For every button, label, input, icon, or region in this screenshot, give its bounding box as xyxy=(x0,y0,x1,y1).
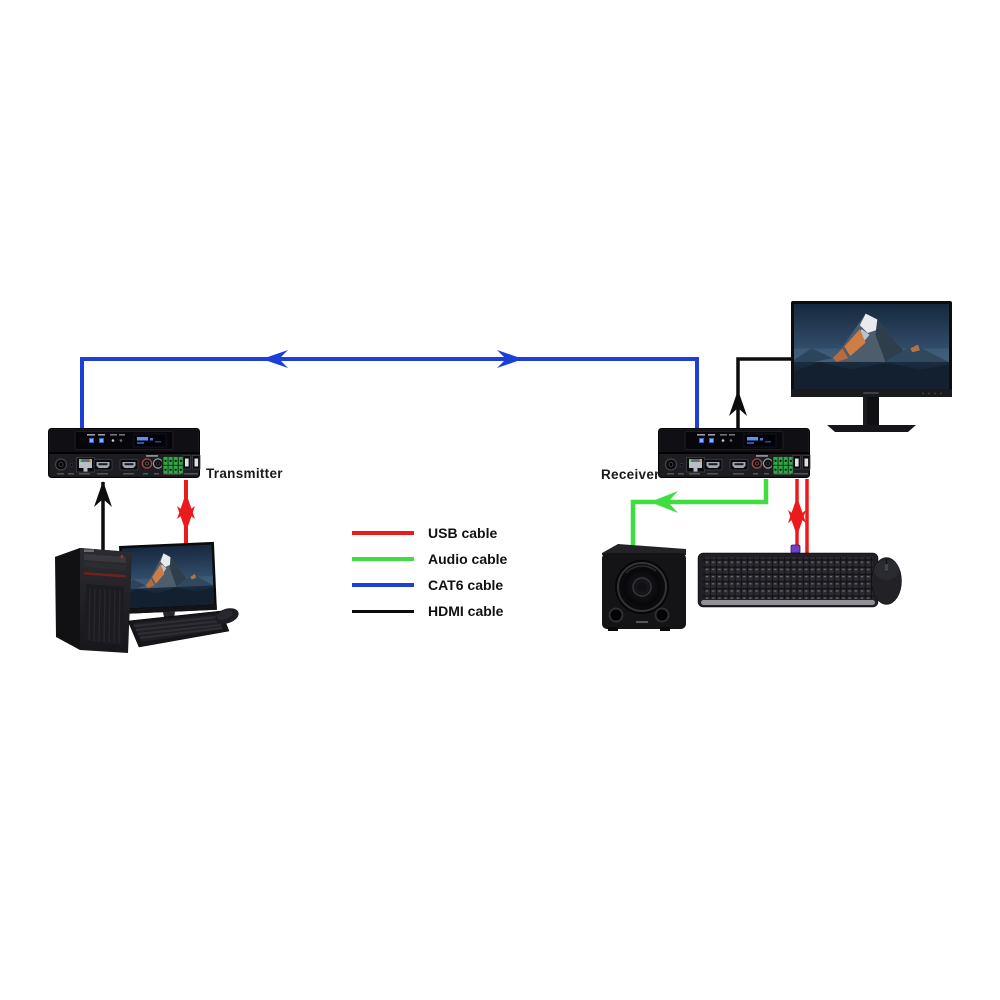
usb-mouse xyxy=(871,557,902,605)
audio-cable-swatch xyxy=(352,557,414,561)
usb-keyboard xyxy=(697,544,879,608)
pc-keyboard xyxy=(127,610,230,648)
legend-row-cat6: CAT6 cable xyxy=(352,576,507,594)
cat6-arrow-right-icon xyxy=(497,350,523,368)
desktop-pc xyxy=(55,541,239,653)
hdmi-cable-left xyxy=(94,481,112,550)
subwoofer-speaker xyxy=(602,544,686,631)
usb-cable-left xyxy=(177,480,195,546)
legend-row-audio: Audio cable xyxy=(352,550,507,568)
cable-legend: USB cable Audio cable CAT6 cable HDMI ca… xyxy=(352,524,507,620)
hdmi-cable-label: HDMI cable xyxy=(428,603,504,619)
monitor-base xyxy=(827,425,916,432)
monitor-wallpaper xyxy=(794,304,949,389)
usb-dongle xyxy=(790,544,801,554)
transmitter-device xyxy=(47,427,201,479)
hdmi-cable-swatch xyxy=(352,609,414,613)
audio-cable-label: Audio cable xyxy=(428,551,508,567)
display-monitor xyxy=(791,301,952,432)
pc-tower xyxy=(55,548,132,653)
hdmi-arrow-up-icon xyxy=(94,481,112,507)
hdmi-arrow-up-icon xyxy=(729,390,747,416)
cat6-cable-label: CAT6 cable xyxy=(428,577,504,593)
usb-cable-label: USB cable xyxy=(428,525,498,541)
cat6-arrow-left-icon xyxy=(262,350,288,368)
legend-row-usb: USB cable xyxy=(352,524,507,542)
cat6-cable xyxy=(80,350,699,432)
usb-arrow-down-icon xyxy=(177,506,195,532)
mouse-scroll-wheel xyxy=(884,564,889,571)
receiver-label: Receiver xyxy=(601,467,660,482)
receiver-device xyxy=(657,427,811,479)
cat6-cable-swatch xyxy=(352,583,414,587)
legend-row-hdmi: HDMI cable xyxy=(352,602,507,620)
usb-arrow-down-icon xyxy=(788,510,806,536)
usb-cable-right xyxy=(788,479,809,553)
transmitter-label: Transmitter xyxy=(206,466,283,481)
pc-mouse xyxy=(215,608,239,624)
hdmi-cable-right xyxy=(729,357,794,432)
audio-cable xyxy=(630,479,769,546)
usb-cable-swatch xyxy=(352,531,414,535)
audio-arrow-left-icon xyxy=(650,491,678,513)
